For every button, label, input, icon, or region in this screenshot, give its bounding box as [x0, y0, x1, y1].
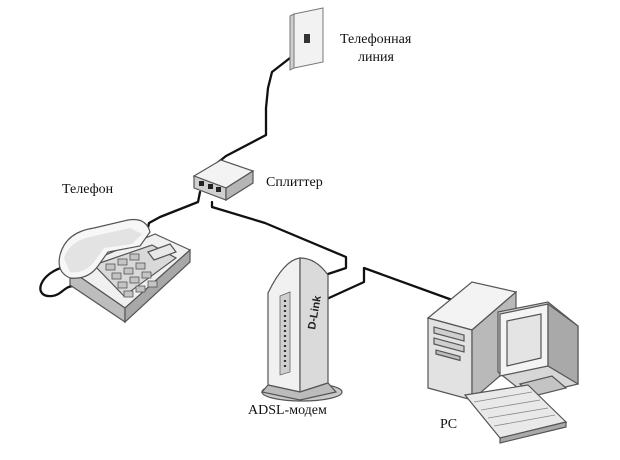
- phone-display: [147, 243, 177, 261]
- pc-keyboard: [463, 384, 568, 444]
- cable-wall-to-splitter: [214, 42, 309, 166]
- label-adsl-modem: ADSL-модем: [248, 403, 327, 418]
- drive-bay: [433, 326, 465, 342]
- pc-monitor: [497, 301, 579, 397]
- label-splitter: Сплиттер: [266, 175, 323, 190]
- label-phone-line-line2: линия: [358, 50, 394, 65]
- label-phone: Телефон: [62, 182, 114, 197]
- telephone-device: [58, 218, 192, 324]
- label-pc: PC: [440, 417, 458, 432]
- splitter-device: [192, 159, 255, 202]
- label-phone-line-line1: Телефонная: [340, 32, 412, 47]
- cable-splitter-to-modem: [210, 200, 348, 277]
- keypad: [105, 253, 158, 298]
- adsl-modem-device: D-Link: [260, 257, 343, 402]
- cable-splitter-to-phone: [145, 190, 202, 234]
- wall-jack: [289, 7, 324, 71]
- cable-modem-to-pc: [316, 266, 469, 305]
- cable-handset-cord: [39, 264, 76, 298]
